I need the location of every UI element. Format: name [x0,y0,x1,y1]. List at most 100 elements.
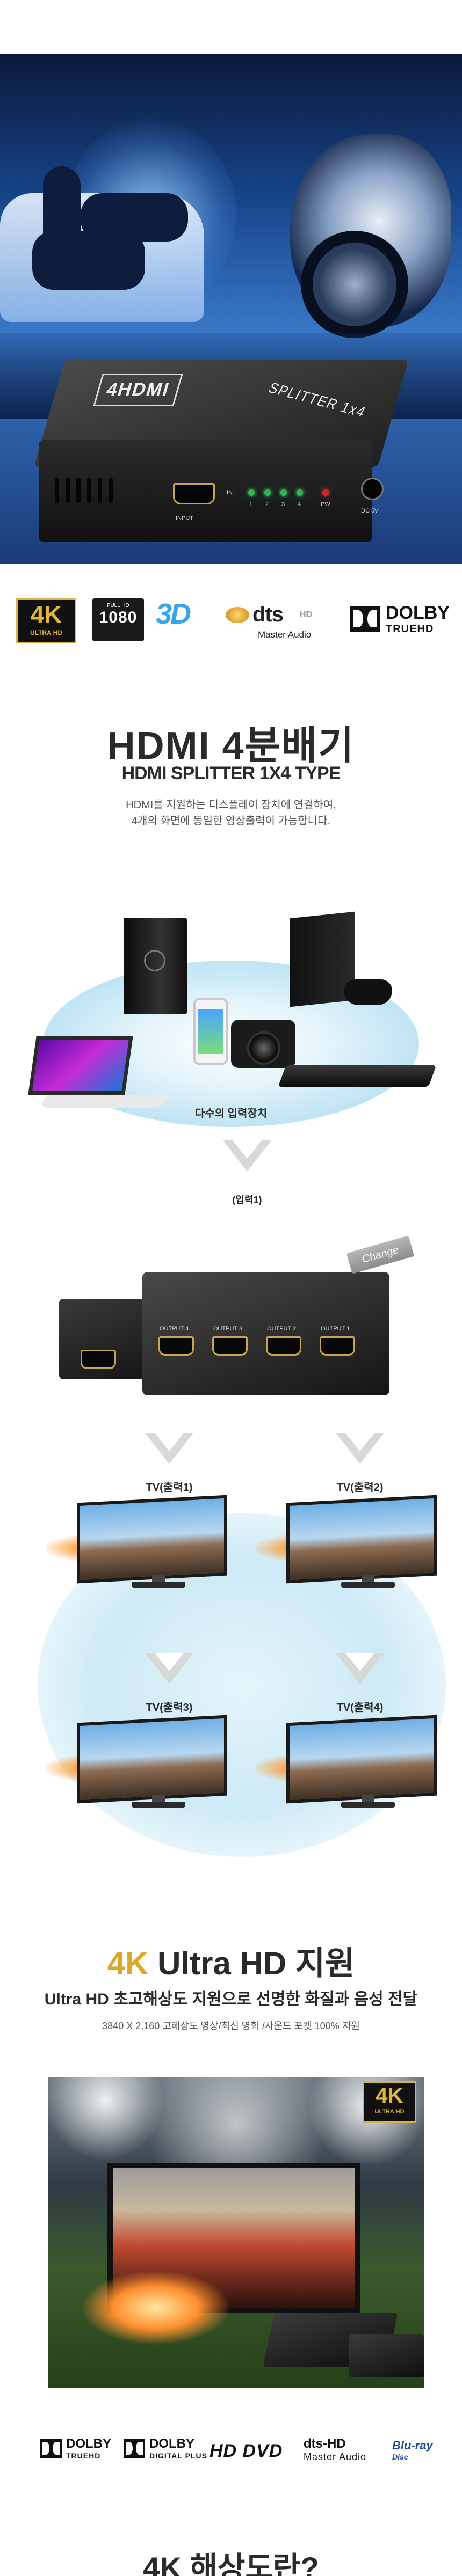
device-dc-label: DC 5V [361,508,379,514]
device-vent [109,478,113,503]
splitter-front-unit: OUTPUT 4 OUTPUT 3 OUTPUT 2 OUTPUT 1 [142,1272,389,1395]
section2-subtitle: Ultra HD 초고해상도 지원으로 선명한 화질과 음성 전달 [44,1990,418,2008]
chevron-down-icon [336,1433,384,1465]
logo-bluray-subtext: Disc [392,2453,408,2461]
logo-full-hd-1080: FULL HD 1080 [92,598,144,641]
logo-bluray-text: Blu-ray [392,2439,433,2452]
section1-desc-line1: HDMI를 지원하는 디스플레이 장치에 연결하여, [126,799,336,811]
logo-1080-text: 1080 [99,609,138,626]
logo-1080-top: FULL HD [107,603,129,609]
device-led-power [322,489,329,496]
tv-screen [286,1715,437,1804]
tv-screen [77,1495,227,1584]
device-in-label: IN [227,489,233,496]
logo-hd-dvd: HD DVD [210,2441,283,2461]
tv-stand [132,1802,185,1808]
input-1-label: (입력1) [232,1195,262,1205]
output-port-3-label: OUTPUT 3 [213,1326,243,1332]
camera-lens-icon [247,1031,280,1065]
device-vent [76,478,81,503]
logo-dts-subtext: Master Audio [258,630,312,640]
tv-output-3 [46,1715,228,1833]
tv-output-1 [46,1495,228,1613]
device-input-label: INPUT [176,515,193,522]
laptop-screen-image [28,1036,133,1095]
splitter-product-image-small [349,2334,424,2377]
device-hdmi-input-port [173,483,215,504]
section2-title: 4K Ultra HD 지원 [0,1937,462,1984]
output-port-4 [158,1336,194,1356]
device-vent [87,478,91,503]
dslr-camera-image [231,1020,295,1068]
logo-3d: 3D [156,598,191,630]
logo-dts-hd-bottom-text: dts-HD [304,2436,346,2451]
device-led-label-1: 1 [249,501,253,508]
tv-output-4-label: TV(출력4) [336,1702,384,1714]
output-port-1 [320,1336,355,1356]
logo-4k-ultra-hd: 4K ULTRA HD [16,598,76,643]
tv-stand [132,1582,185,1588]
output-port-2 [266,1336,301,1356]
tv-output-4 [255,1715,438,1833]
logo-dts-text: dts [252,603,284,626]
output-port-4-label: OUTPUT 4 [160,1326,189,1332]
section2-title-4k: 4K [107,1945,149,1981]
chevron-down-icon [336,1653,384,1685]
chevron-down-icon [223,1140,271,1173]
device-led-label-pw: PW [321,501,330,508]
4k-badge-text: 4K [376,2084,403,2107]
dvd-player-image [278,1065,437,1087]
logo-dts-hd-bottom: dts-HD Master Audio [304,2436,384,2463]
section1-subtitle: HDMI SPLITTER 1X4 TYPE [121,763,341,784]
chevron-down-icon [145,1653,193,1685]
dolby-double-d-icon [124,2439,145,2458]
device-led-label-2: 2 [265,501,269,508]
logo-dolby-dp-subtext: DIGITAL PLUS [149,2451,207,2460]
logo-dolby-subtext: TRUEHD [386,623,434,635]
output-port-2-label: OUTPUT 2 [267,1326,297,1332]
audio-format-logo-row: DOLBY TRUEHD DOLBY DIGITAL PLUS HD DVD d… [0,2431,462,2474]
device-vent [98,478,102,503]
output-port-3 [212,1336,248,1356]
tv-output-2-label: TV(출력2) [336,1482,384,1494]
tv-screen [286,1495,437,1584]
logo-bluray: Blu-ray Disc [392,2439,433,2461]
smartphone-screen [198,1009,223,1054]
device-led-3 [280,489,287,496]
smartphone-image [193,998,228,1065]
fire-effect [81,2270,231,2345]
logo-dolby-text: DOLBY [386,603,450,623]
change-tag: Change [346,1235,415,1274]
logo-dts-hd-bottom-subtext: Master Audio [304,2451,367,2462]
section2-desc: 3840 X 2,160 고해상도 영상/최신 영화 /사운드 포켓 100% … [102,2021,360,2031]
hero-viewer-3 [32,231,145,290]
tv-screen [77,1715,227,1804]
hero-motorcycle-wheel [301,231,408,338]
device-led-4 [297,489,303,496]
laptop-base-image [39,1095,170,1108]
logo-dolby-truehd-subtext: TRUEHD [66,2451,101,2460]
tv-output-3-label: TV(출력3) [146,1702,193,1714]
dolby-double-d-icon [350,606,380,632]
logo-4k-subtext: ULTRA HD [30,629,62,636]
logo-dolby-dp-text: DOLBY [149,2436,194,2451]
device-dc-port [361,478,384,500]
pc-logo-icon [144,950,165,971]
logo-dts-hd-text: HD [300,610,313,619]
pc-tower-image [124,918,187,1014]
tv-stand [341,1582,395,1588]
4k-ultra-hd-badge: 4K ULTRA HD [363,2081,416,2123]
tv-stand [341,1802,395,1808]
dolby-double-d-icon [40,2439,62,2458]
tv-output-1-label: TV(출력1) [146,1482,193,1494]
logo-dolby-truehd-text: DOLBY [66,2436,111,2451]
device-led-2 [264,489,271,496]
device-logo: 4HDMI [93,374,183,406]
logo-4k-text: 4K [30,601,62,628]
device-led-label-3: 3 [281,501,285,508]
chevron-down-icon [145,1433,193,1465]
output-port-1-label: OUTPUT 1 [321,1326,350,1332]
hdmi-splitter-device: 4HDMI SPLITTER 1x4 INPUT IN 1 2 3 4 PW D… [34,349,415,553]
section2-title-rest: Ultra HD 지원 [148,1945,355,1981]
device-vent [55,478,59,503]
